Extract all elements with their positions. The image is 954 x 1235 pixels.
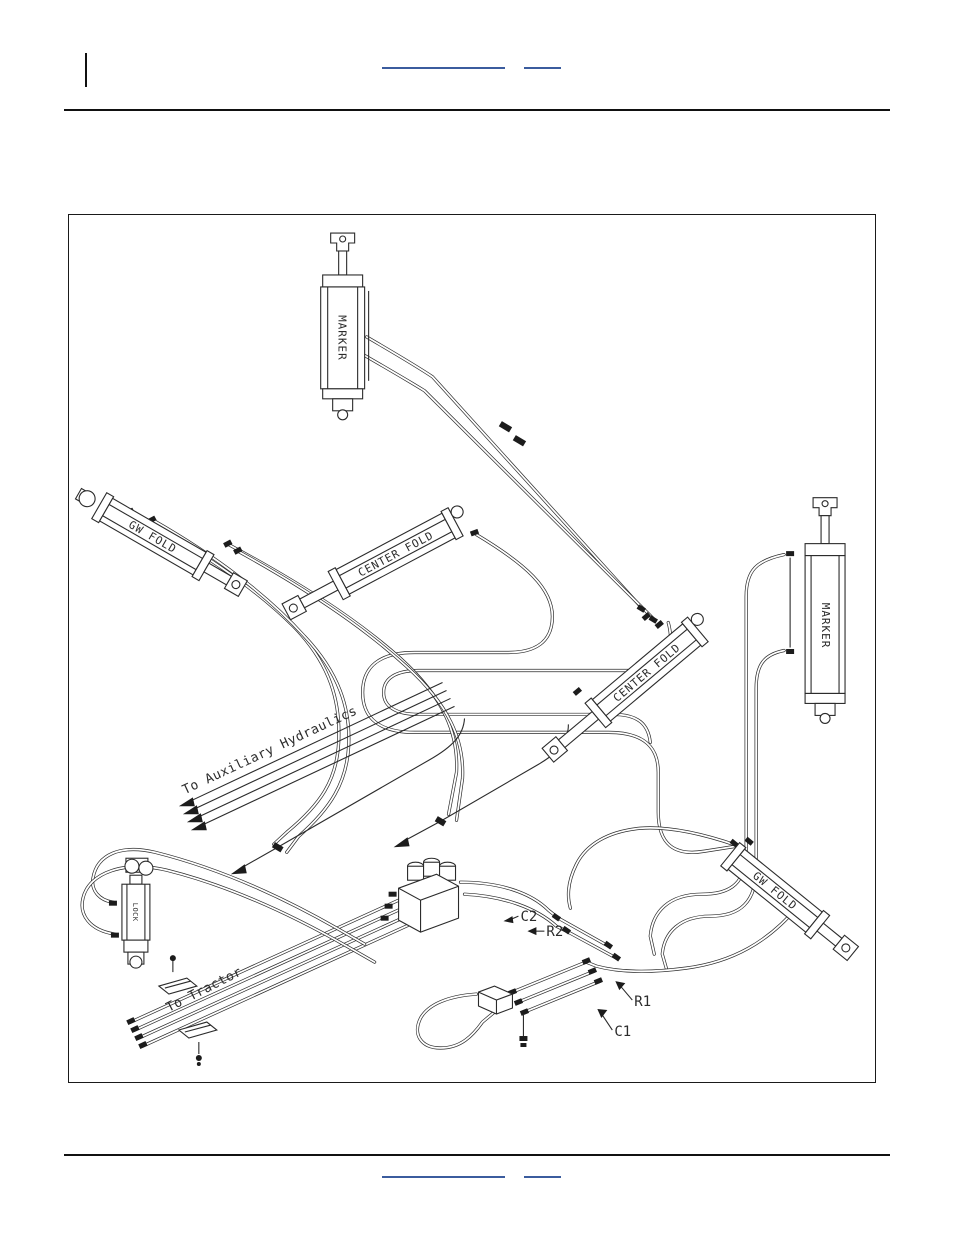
callout-r2-label: R2 — [546, 924, 563, 940]
cylinder-label-marker-right: MARKER — [819, 603, 832, 649]
header-rule — [64, 109, 890, 111]
callout-c1: C1 — [597, 1009, 631, 1040]
flow-arrows — [178, 797, 410, 875]
diagram-frame: MARKER GW FOLD — [68, 214, 876, 1083]
manifold-block — [398, 857, 460, 933]
cylinder-center-fold-upper: CENTER FOLD — [281, 505, 464, 621]
bottom-nav-link-2[interactable] — [524, 1176, 561, 1178]
hose-network — [80, 335, 800, 1050]
top-nav-link-2[interactable] — [524, 67, 561, 69]
footer-rule — [64, 1154, 890, 1156]
cylinder-label-marker-top: MARKER — [336, 315, 349, 361]
cylinder-label-lock: LOCK — [131, 903, 139, 922]
callout-r1: R1 — [615, 981, 651, 1010]
margin-change-bar — [85, 53, 87, 87]
cylinder-marker-top: MARKER — [320, 232, 370, 421]
callout-c2-label: C2 — [520, 909, 537, 925]
hose-clamp-lower — [177, 1021, 218, 1066]
hydraulics-schematic: MARKER GW FOLD — [74, 232, 860, 1066]
callout-c2: C2 — [503, 909, 537, 925]
cylinder-gw-fold-right: GW FOLD — [719, 841, 860, 962]
callout-r2: R2 — [527, 924, 563, 940]
top-nav-link-1[interactable] — [382, 67, 505, 69]
cylinder-lock: LOCK — [121, 857, 154, 969]
cylinder-marker-right: MARKER — [789, 497, 846, 724]
callout-c1-label: C1 — [614, 1024, 631, 1040]
bottom-nav-link-1[interactable] — [382, 1176, 505, 1178]
junction-block — [477, 985, 528, 1048]
fittings — [108, 283, 804, 1049]
hose-clamp-upper — [157, 955, 199, 995]
cylinder-gw-fold-left: GW FOLD — [74, 487, 249, 598]
cylinder-center-fold-middle: CENTER FOLD — [541, 612, 709, 763]
callout-r1-label: R1 — [634, 994, 651, 1010]
cylinder-label-center-fold-middle: CENTER FOLD — [611, 641, 683, 705]
